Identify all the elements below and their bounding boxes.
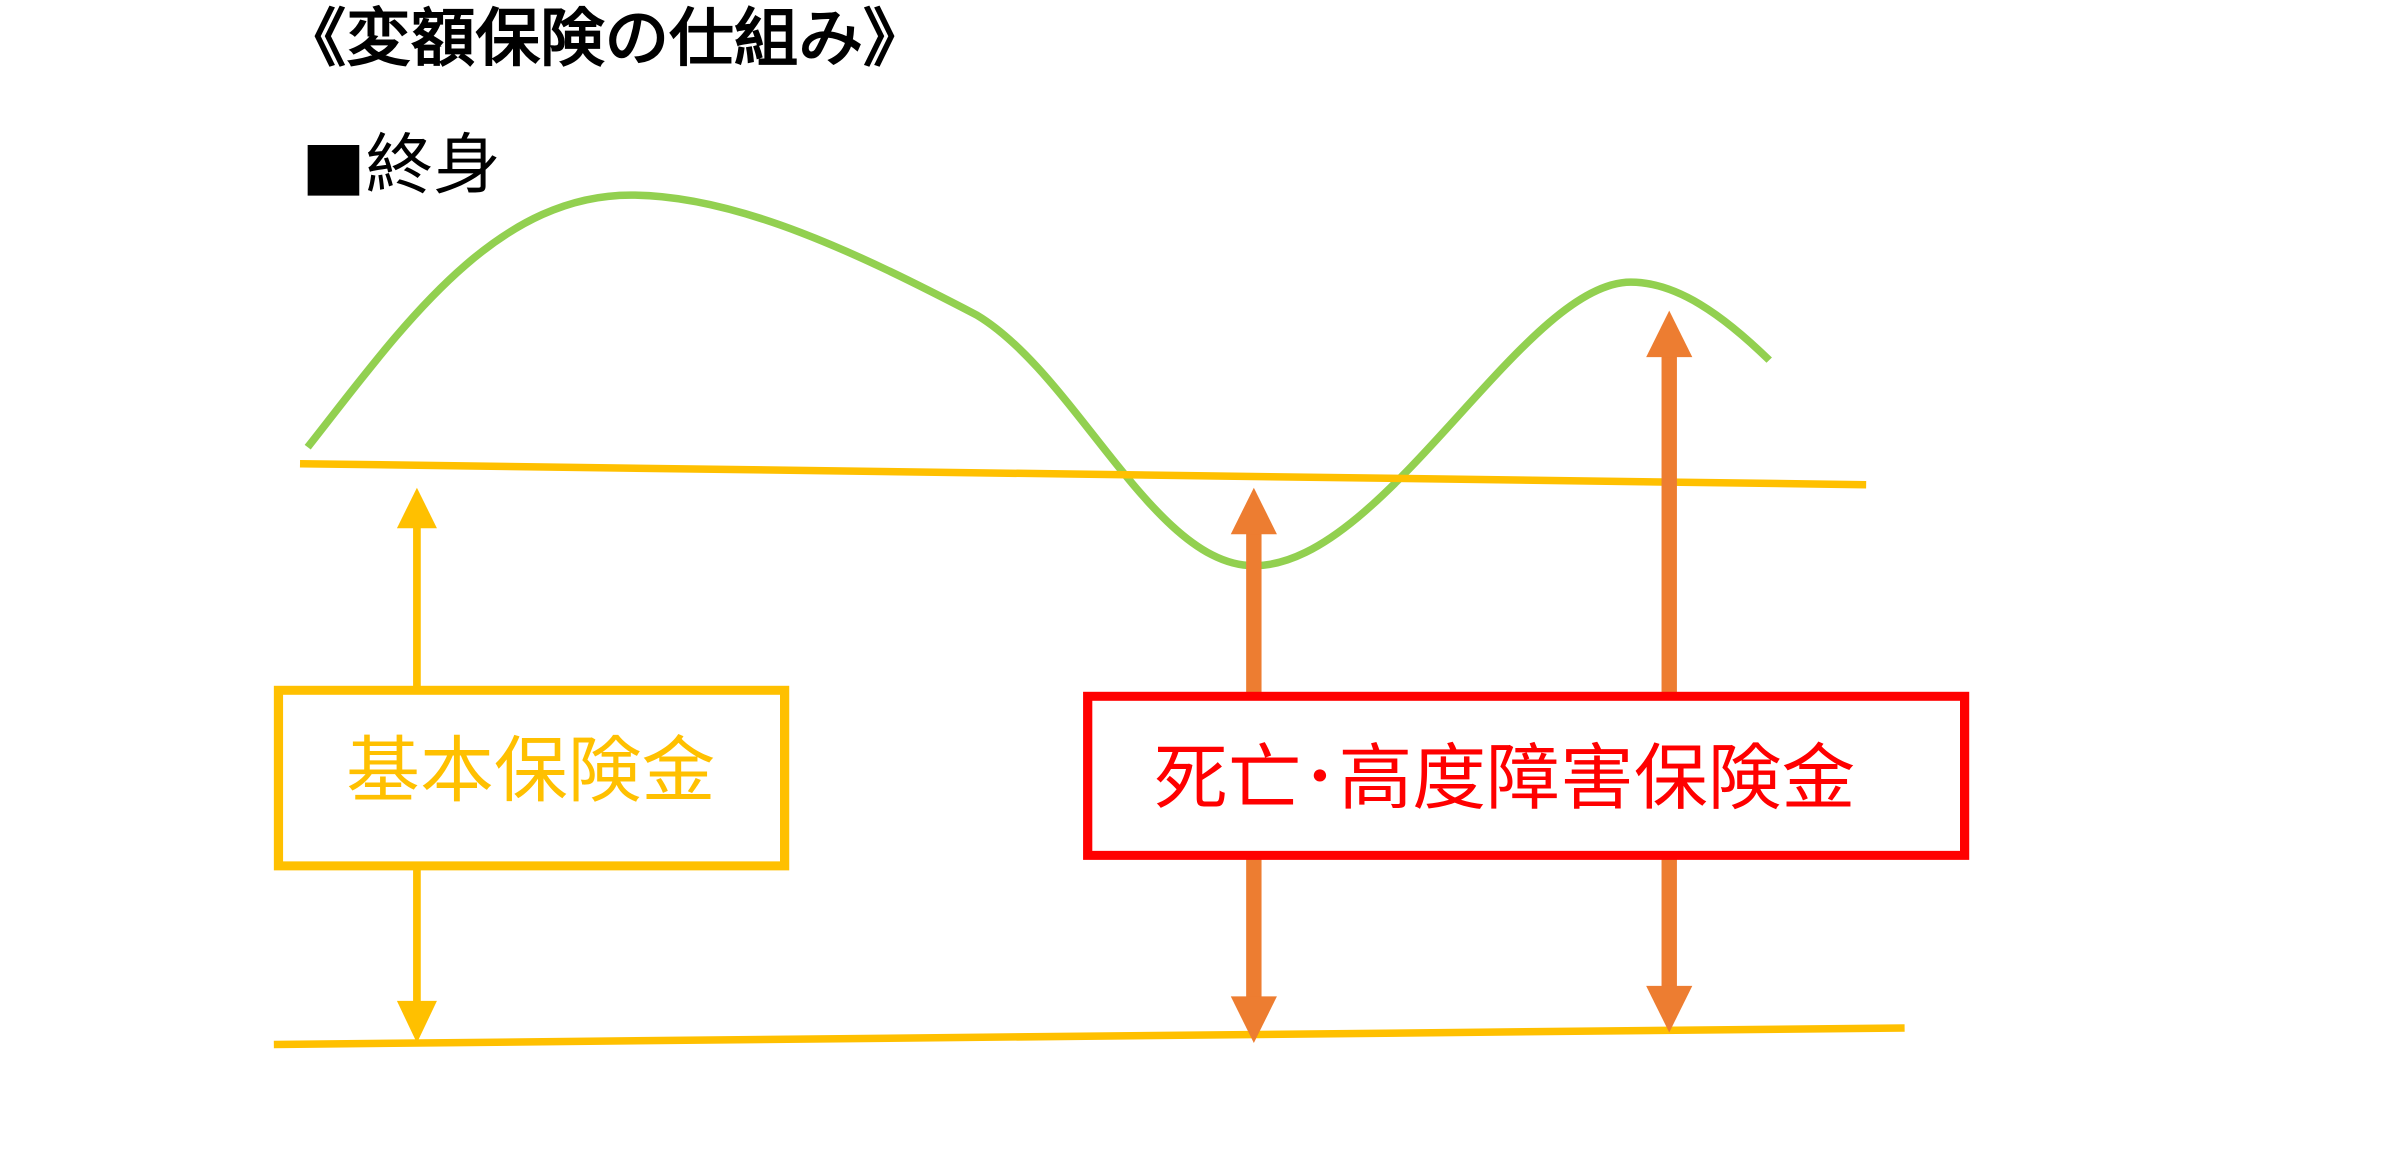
basic-amount-box: 基本保険金 bbox=[273, 685, 790, 871]
death-benefit-arrow-2 bbox=[1646, 310, 1693, 1033]
fund-value-curve bbox=[304, 191, 1772, 570]
basic-amount-line bbox=[299, 459, 1867, 489]
death-benefit-label: 死亡･高度障害保険金 bbox=[1154, 737, 1855, 821]
baseline bbox=[273, 1024, 1905, 1049]
diagram-title: 《変額保険の仕組み》 bbox=[282, 3, 928, 76]
death-benefit-box: 死亡･高度障害保険金 bbox=[1083, 691, 1970, 860]
section-label: ■終身 bbox=[302, 126, 501, 203]
basic-amount-label: 基本保険金 bbox=[346, 729, 715, 813]
